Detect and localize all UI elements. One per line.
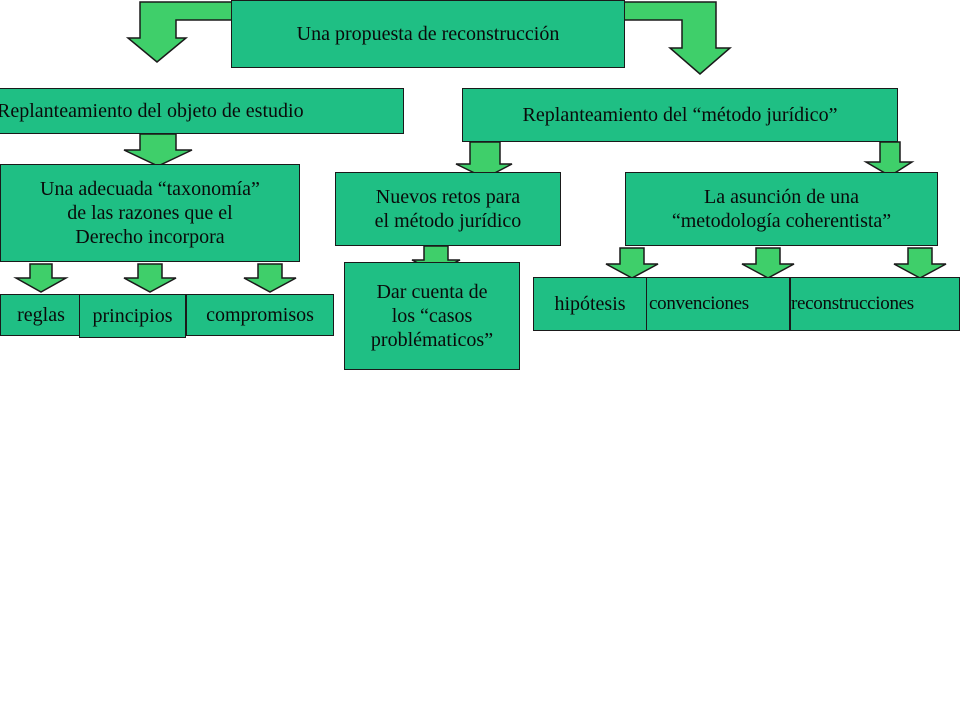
left-branch-title-label: Replanteamiento del objeto de estudio (0, 100, 304, 122)
connector-arrow-reconstrucciones (893, 247, 947, 279)
leaf-reconstrucciones-label: reconstrucciones (791, 293, 914, 314)
right-branch-title-label: Replanteamiento del “método jurídico” (522, 104, 838, 126)
leaf-hard-cases: Dar cuenta de los “casos problématicos” (344, 262, 520, 370)
leaf-reglas: reglas (0, 294, 82, 336)
leaf-principios-label: principios (92, 305, 173, 327)
right-branch-title-node: Replanteamiento del “método jurídico” (462, 88, 898, 142)
taxonomy-label: Una adecuada “taxonomía” de las razones … (40, 178, 260, 248)
leaf-convenciones: convenciones (646, 277, 790, 331)
leaf-principios: compromisos (186, 294, 334, 336)
root-node-label: Una propuesta de reconstrucción (296, 23, 560, 45)
leaf-reconstrucciones: reconstrucciones (790, 277, 960, 331)
left-branch-title-node: Replanteamiento del objeto de estudio (0, 88, 404, 134)
connector-arrow-compromisos (243, 263, 297, 293)
leaf-hipotesis: hipótesis (533, 277, 647, 331)
leaf-hard-cases-label: Dar cuenta de los “casos problématicos” (370, 281, 494, 351)
new-challenges-node: Nuevos retos para el método jurídico (335, 172, 561, 246)
connector-arrow-left-title (123, 133, 193, 167)
leaf-compromisos-label: compromisos (206, 304, 314, 326)
connector-arrow-right-a (455, 141, 513, 179)
connector-arrow-principios (123, 263, 177, 293)
connector-arrow-reglas (13, 263, 69, 293)
new-challenges-label: Nuevos retos para el método jurídico (374, 186, 522, 232)
leaf-reglas-label: reglas (17, 304, 65, 326)
leaf-principios-front: principios (79, 294, 186, 338)
connector-root-right-arrow (623, 1, 733, 75)
coherentist-methodology-node: La asunción de una “metodología coherent… (625, 172, 938, 246)
taxonomy-node: Una adecuada “taxonomía” de las razones … (0, 164, 300, 262)
connector-arrow-right-b (863, 141, 915, 177)
connector-root-left-arrow (125, 1, 233, 63)
root-node: Una propuesta de reconstrucción (231, 0, 625, 68)
coherentist-methodology-label: La asunción de una “metodología coherent… (671, 186, 892, 232)
connector-arrow-hipotesis (605, 247, 659, 279)
leaf-hipotesis-label: hipótesis (554, 293, 626, 315)
leaf-convenciones-label: convenciones (649, 293, 749, 314)
connector-arrow-convenciones (741, 247, 795, 279)
